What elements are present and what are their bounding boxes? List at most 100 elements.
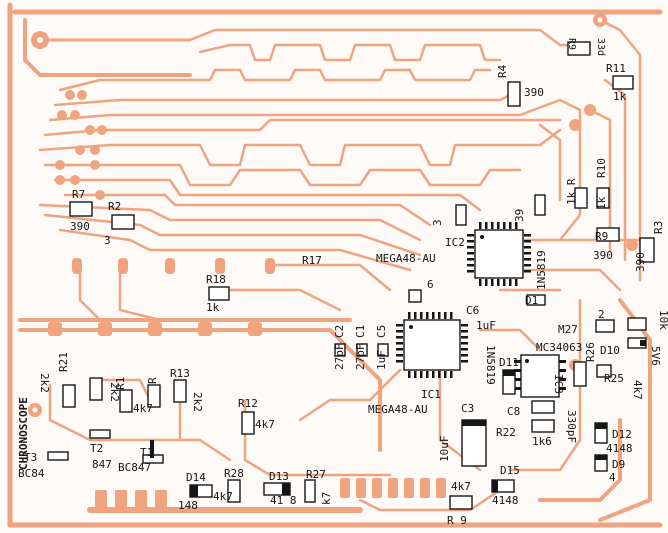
ic1-part: MEGA48-AU: [368, 403, 428, 416]
svg-text:27pF: 27pF: [333, 344, 346, 371]
svg-text:D12: D12: [612, 428, 632, 441]
svg-text:27pF: 27pF: [354, 344, 367, 371]
svg-text:1uF: 1uF: [476, 319, 496, 332]
display-segment-traces: [38, 18, 642, 292]
svg-text:R3: R3: [652, 221, 665, 234]
silkscreen-labels: CHRONOSCOPE R9 33d R4 390 R11 1k R7 390 …: [17, 38, 668, 527]
svg-text:k7: k7: [320, 492, 333, 505]
svg-text:R12: R12: [238, 397, 258, 410]
ic1-label: IC1: [421, 388, 441, 401]
svg-text:D15: D15: [500, 464, 520, 477]
svg-text:R 9: R 9: [447, 514, 467, 527]
svg-text:10k: 10k: [657, 310, 668, 330]
component-outlines: [47, 41, 655, 510]
svg-text:R2: R2: [108, 200, 121, 213]
svg-text:2k2: 2k2: [191, 392, 204, 412]
svg-text:R10: R10: [595, 158, 608, 178]
svg-text:4k7: 4k7: [631, 380, 644, 400]
svg-text:T3: T3: [24, 451, 37, 464]
svg-text:T2: T2: [90, 442, 103, 455]
svg-text:4k7: 4k7: [133, 402, 153, 415]
ic3-part: MC34063: [536, 341, 582, 354]
svg-text:R27: R27: [306, 468, 326, 481]
svg-text:M27: M27: [558, 323, 578, 336]
svg-text:41 8: 41 8: [270, 494, 297, 507]
svg-text:BC847: BC847: [118, 461, 151, 474]
svg-text:BC84: BC84: [18, 467, 45, 480]
svg-text:R: R: [146, 377, 159, 384]
svg-text:R18: R18: [206, 273, 226, 286]
svg-text:R17: R17: [302, 254, 322, 267]
svg-text:4148: 4148: [492, 494, 519, 507]
pads: [28, 13, 638, 508]
svg-text:847: 847: [92, 458, 112, 471]
svg-text:2k2: 2k2: [38, 373, 51, 393]
ic2-part: MEGA48-AU: [376, 252, 436, 265]
svg-text:D14: D14: [186, 471, 206, 484]
svg-text:D9: D9: [612, 458, 625, 471]
svg-text:C1: C1: [354, 325, 367, 338]
svg-text:390: 390: [634, 252, 647, 272]
svg-text:R21: R21: [57, 352, 70, 372]
ic2-label: IC2: [445, 236, 465, 249]
svg-text:6: 6: [427, 278, 434, 291]
svg-text:R26: R26: [584, 342, 597, 362]
svg-text:C3: C3: [461, 402, 474, 415]
svg-text:1uF: 1uF: [375, 350, 388, 370]
svg-text:3: 3: [431, 219, 444, 226]
svg-text:C8: C8: [507, 405, 520, 418]
board-title: CHRONOSCOPE: [17, 397, 30, 470]
ic1-pins: [396, 312, 468, 378]
svg-text:1k R: 1k R: [565, 178, 578, 205]
svg-text:2: 2: [598, 308, 605, 321]
svg-text:390: 390: [593, 249, 613, 262]
svg-text:T1: T1: [140, 446, 153, 459]
svg-text:2k2: 2k2: [108, 382, 121, 402]
svg-text:4: 4: [609, 471, 616, 484]
svg-text:R4: R4: [496, 64, 509, 78]
svg-text:390: 390: [70, 220, 90, 233]
svg-text:10uF: 10uF: [438, 436, 451, 463]
ic1-package: [396, 312, 468, 378]
svg-text:R28: R28: [224, 467, 244, 480]
svg-text:R1: R1: [114, 377, 127, 390]
svg-text:1k: 1k: [595, 196, 608, 210]
ic2-pins: [467, 222, 531, 286]
svg-text:1N5819: 1N5819: [535, 250, 548, 290]
ic3-label: IC3: [552, 374, 565, 394]
svg-text:39: 39: [513, 209, 526, 222]
svg-text:4148: 4148: [606, 442, 633, 455]
svg-text:R9: R9: [566, 38, 577, 50]
board-edge-traces: [7, 2, 663, 528]
svg-text:5V6: 5V6: [649, 346, 662, 366]
svg-text:1k6: 1k6: [532, 435, 552, 448]
svg-text:D11: D11: [499, 356, 519, 369]
svg-text:C6: C6: [466, 304, 479, 317]
svg-text:3: 3: [104, 234, 111, 247]
svg-text:D1: D1: [525, 294, 538, 307]
svg-text:D13: D13: [269, 470, 289, 483]
svg-text:R13: R13: [170, 367, 190, 380]
svg-text:C2: C2: [333, 325, 346, 338]
svg-text:R25: R25: [604, 372, 624, 385]
svg-text:R9: R9: [595, 230, 608, 243]
svg-text:148: 148: [178, 499, 198, 512]
svg-text:1k: 1k: [613, 90, 627, 103]
svg-text:33d: 33d: [595, 38, 606, 56]
svg-text:4k7: 4k7: [255, 418, 275, 431]
svg-text:R7: R7: [72, 188, 85, 201]
ic3-package: [514, 354, 566, 398]
svg-text:390: 390: [524, 86, 544, 99]
svg-text:330pF: 330pF: [565, 410, 578, 443]
svg-text:D10: D10: [600, 344, 620, 357]
svg-text:C5: C5: [375, 325, 388, 338]
svg-text:R22: R22: [496, 426, 516, 439]
ic2-package: [467, 222, 531, 286]
svg-text:R11: R11: [606, 62, 626, 75]
svg-text:4k7: 4k7: [451, 480, 471, 493]
svg-text:1k: 1k: [206, 301, 220, 314]
svg-text:4k7: 4k7: [213, 490, 233, 503]
svg-text:1N5819: 1N5819: [484, 345, 497, 385]
